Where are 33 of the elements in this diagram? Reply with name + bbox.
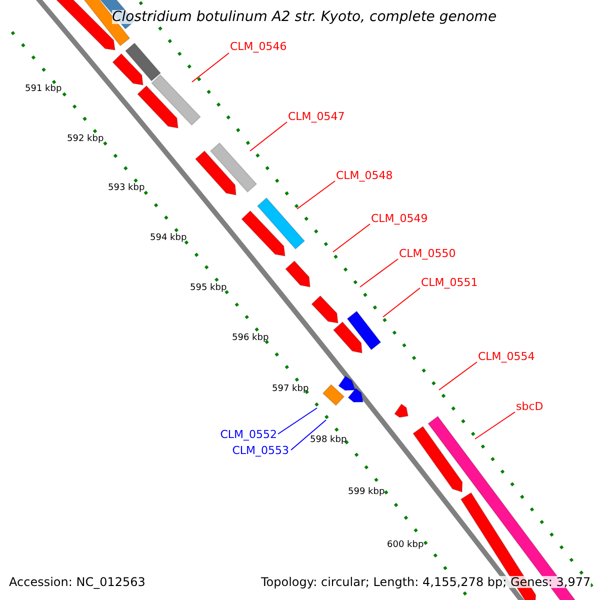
- gene-label: CLM_0550: [399, 248, 456, 259]
- gene-label: CLM_0546: [230, 41, 287, 52]
- tick-label: 600 kbp: [387, 541, 424, 550]
- gene-label: CLM_0548: [336, 170, 393, 181]
- leader-line: [438, 362, 478, 390]
- tick-label: 594 kbp: [150, 234, 187, 243]
- tick-label: 597 kbp: [272, 385, 309, 394]
- leader-line: [278, 408, 318, 434]
- gene-label: CLM_0549: [371, 213, 428, 224]
- tick-label: 595 kbp: [190, 284, 227, 293]
- leader-line: [332, 224, 370, 252]
- tick-label: 596 kbp: [232, 334, 269, 343]
- gene-label: CLM_0547: [288, 111, 345, 122]
- gene-label: CLM_0551: [421, 277, 478, 288]
- leader-line: [290, 420, 326, 450]
- gene-label: CLM_0553: [232, 445, 289, 456]
- tick-label: 592 kbp: [67, 135, 104, 144]
- tick-label: 598 kbp: [310, 436, 347, 445]
- info-text: Accession: NC_012563: [9, 576, 146, 588]
- leader-line: [192, 52, 230, 82]
- leader-line: [250, 122, 288, 152]
- leader-line: [296, 180, 336, 210]
- gene-label: CLM_0552: [220, 429, 277, 440]
- tick-label: 591 kbp: [25, 85, 62, 94]
- info-text: Topology: circular; Length: 4,155,278 bp; Genes: 3,977: [261, 576, 591, 588]
- tick-label: 593 kbp: [108, 184, 145, 193]
- tick-label: 599 kbp: [348, 488, 385, 497]
- gene-label: CLM_0554: [478, 351, 535, 362]
- gene-label: sbcD: [516, 401, 544, 412]
- leader-line: [474, 412, 516, 440]
- leader-line: [360, 258, 398, 288]
- chart-title: Clostridium botulinum A2 str. Kyoto, complete genome: [112, 10, 497, 24]
- leader-line: [382, 288, 420, 318]
